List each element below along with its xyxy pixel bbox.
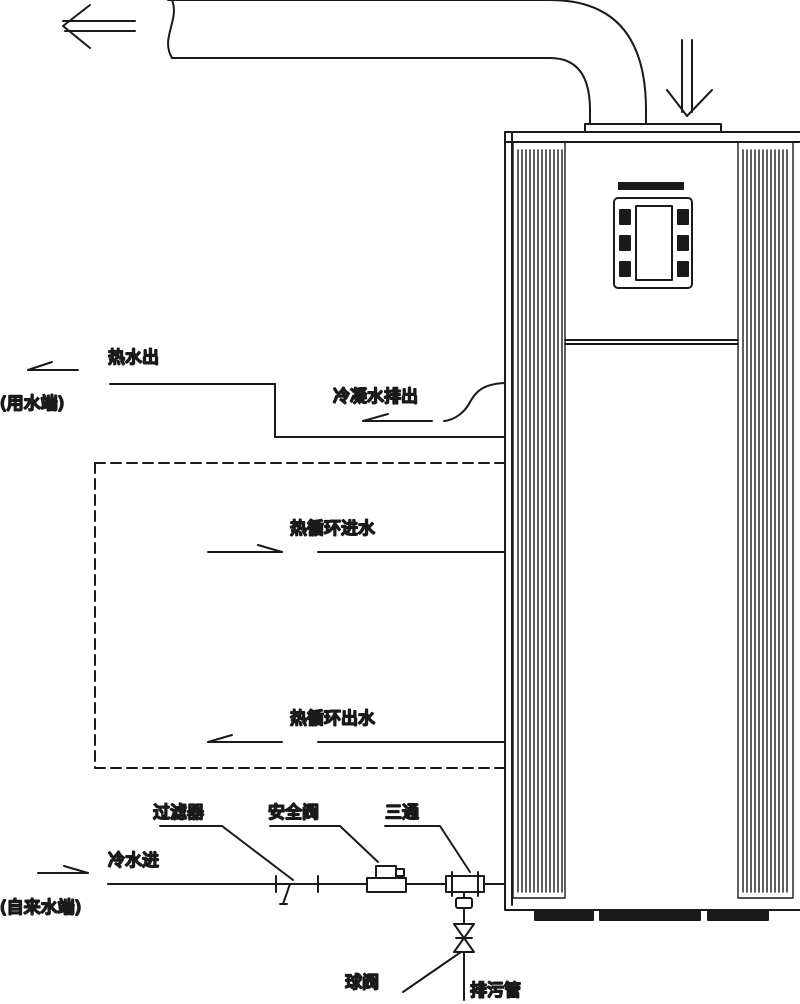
leader-filter	[221, 825, 294, 881]
cold-water-arrow-icon	[37, 865, 89, 874]
heat-pump-unit	[504, 131, 800, 921]
circulation-out-pipe	[207, 734, 506, 743]
hot-water-outlet-pipe	[109, 383, 506, 438]
exhaust-arrow-icon	[62, 4, 136, 49]
label-user-end: (用水端)	[0, 394, 64, 414]
label-circulation-in: 热循环进水	[290, 519, 375, 539]
label-condensate-drain: 冷凝水排出	[333, 387, 418, 407]
hot-water-arrow-icon	[27, 361, 79, 371]
label-tee: 三通	[385, 803, 419, 823]
safety-valve-icon	[366, 865, 407, 893]
label-safety-valve: 安全阀	[268, 803, 319, 823]
label-filter: 过滤器	[153, 803, 204, 823]
circulation-in-pipe	[207, 544, 506, 553]
tee-fitting-icon	[445, 871, 485, 909]
leader-safety-valve	[269, 825, 379, 863]
base-feet	[534, 909, 769, 921]
circulation-loop	[94, 462, 506, 769]
air-duct	[167, 0, 722, 133]
left-side-panel	[512, 141, 566, 899]
label-cold-water-in: 冷水进	[108, 851, 159, 871]
intake-arrow-icon	[666, 39, 713, 117]
right-side-panel	[737, 141, 794, 899]
label-hot-water-out: 热水出	[108, 348, 159, 368]
control-panel	[613, 197, 693, 289]
drain-pipe	[453, 907, 475, 1001]
label-tap-end: (自来水端)	[0, 898, 81, 918]
filter-icon	[275, 875, 319, 905]
label-ball-valve: 球阀	[345, 973, 379, 993]
label-circulation-out: 热循环出水	[290, 709, 375, 729]
leader-tee	[384, 825, 471, 873]
condensate-drain-pipe	[362, 382, 506, 422]
brand-logo-icon	[618, 182, 684, 190]
label-drain-pipe: 排污管	[470, 981, 521, 1001]
leader-ball-valve	[402, 951, 462, 993]
